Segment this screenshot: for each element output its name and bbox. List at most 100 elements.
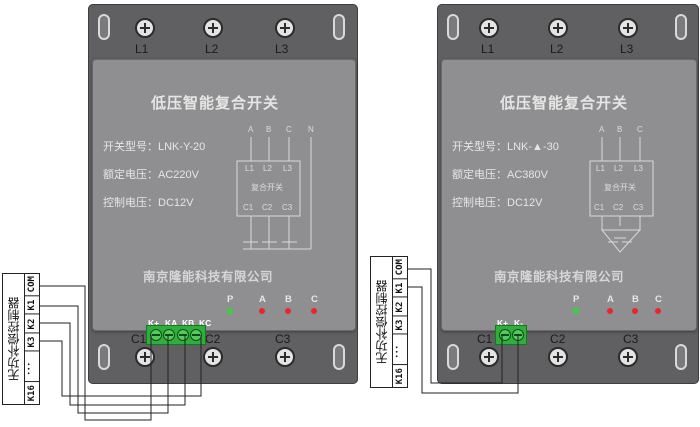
terminal-label-l3: L3 [620,42,634,56]
terminal-label-c1: C1 [131,332,147,346]
control-label-k-plus: K+ [148,318,160,328]
led-label-c: C [655,294,662,305]
mount-slot [98,344,110,370]
spec-control-voltage: 控制电压：DC12V [452,197,543,209]
inner-l1: L1 [596,164,605,173]
inner-c3: C3 [633,203,644,212]
inner-c1: C1 [594,203,605,212]
terminal-screw-c2 [548,347,568,367]
led-indicator-a [607,308,613,314]
terminal-label-c3: C3 [623,332,639,346]
terminal-label-l2: L2 [550,42,564,56]
control-connector[interactable] [146,325,206,345]
wire-k3-kc [40,335,202,397]
terminal-screw-l2 [203,18,223,38]
wire-k1-ka [40,305,169,414]
company-name: 南京隆能科技有限公司 [494,270,625,284]
switch-device-1: L1 L2 L3 C1 C2 C3 低压智能复合开关 开关型号：LNK-Y-20… [88,4,358,384]
terminal-screw-c3 [618,347,638,367]
phase-label-b: B [617,125,623,134]
inner-l2: L2 [263,164,272,173]
led-label-p: P [227,294,234,305]
spec-model: 开关型号：LNK-▲-30 [452,141,559,153]
connector-pin[interactable] [190,329,203,341]
control-label-k-plus: K+ [497,318,509,328]
inner-l3: L3 [634,164,643,173]
wire-com-k-plus [40,285,152,421]
mount-slot [98,14,110,40]
led-label-b: B [285,294,292,305]
company-name: 南京隆能科技有限公司 [143,270,274,284]
mount-slot [447,14,459,40]
terminal-screw-l1 [479,18,499,38]
mount-slot [333,344,345,370]
phase-label-c: C [286,125,292,134]
led-label-b: B [632,294,639,305]
control-label-kb: KB [182,318,195,328]
front-cover: 低压智能复合开关 开关型号：LNK-Y-20 额定电压：AC220V 控制电压：… [92,59,356,331]
phase-label-a: A [248,125,254,134]
mount-slot [447,344,459,370]
terminal-screw-l1 [135,18,155,38]
connector-pin[interactable] [176,329,189,341]
led-indicator-p [227,308,233,314]
led-indicator-b [632,308,638,314]
inner-c2: C2 [262,203,273,212]
terminal-label-c3: C3 [275,332,291,346]
wire-com-k-plus-2 [408,268,503,384]
controller-terminal-strip: COM K1 K2 K3 ．．． K16 [24,274,39,404]
terminal-label-c1: C1 [477,332,493,346]
terminal-screw-l2 [548,18,568,38]
terminal-screw-c1 [479,347,499,367]
spec-rated-voltage: 额定电压：AC220V [103,169,199,181]
inner-l3: L3 [283,164,292,173]
led-label-p: P [573,294,580,305]
connector-pin[interactable] [163,329,176,341]
inner-c3: C3 [282,203,293,212]
inner-c1: C1 [243,203,254,212]
terminal-screw-c3 [275,347,295,367]
reactive-compensation-controller-2: 无功补偿控制器 COM K1 K2 K3 ．．． K16 [370,256,408,388]
led-indicator-c [311,308,317,314]
terminal-label-l3: L3 [275,42,289,56]
controller-terminal-strip: COM K1 K2 K3 ．．． K16 [392,257,407,387]
mount-slot [675,14,687,40]
terminal-screw-c1 [135,347,155,367]
terminal-screw-l3 [618,18,638,38]
terminal-label-c2: C2 [205,332,221,346]
inner-c2: C2 [613,203,624,212]
terminal-screw-l3 [275,18,295,38]
led-indicator-p [573,308,579,314]
wire-k2-kb [40,322,186,406]
terminal-label-l2: L2 [205,42,219,56]
phase-label-c: C [637,125,643,134]
inner-l1: L1 [245,164,254,173]
inner-l2: L2 [614,164,623,173]
led-indicator-a [259,308,265,314]
spec-control-voltage: 控制电压：DC12V [103,197,194,209]
inner-switch-name: 复合开关 [251,183,283,192]
product-title: 低压智能复合开关 [500,95,629,112]
phase-label-n: N [308,125,314,134]
control-label-k-minus: K- [514,318,523,328]
mount-slot [333,14,345,40]
led-label-a: A [607,294,614,305]
terminal-label-l1: L1 [135,42,149,56]
spec-model: 开关型号：LNK-Y-20 [103,141,206,153]
terminal-label-c2: C2 [550,332,566,346]
led-indicator-c [655,308,661,314]
switch-device-2: L1 L2 L3 C1 C2 C3 低压智能复合开关 开关型号：LNK-▲-30… [437,4,699,384]
reactive-compensation-controller-1: 无功补偿控制器 COM K1 K2 K3 ．．． K16 [2,273,40,405]
control-label-kc: KC [199,318,212,328]
inner-switch-name: 复合开关 [604,183,636,192]
mount-slot [675,344,687,370]
connector-pin[interactable] [149,329,162,341]
wiring-diagram [236,137,312,250]
spec-rated-voltage: 额定电压：AC380V [452,169,548,181]
product-title: 低压智能复合开关 [151,95,280,112]
control-label-ka: KA [165,318,178,328]
phase-label-a: A [599,125,605,134]
phase-label-b: B [266,125,272,134]
wiring-diagram [589,137,654,253]
